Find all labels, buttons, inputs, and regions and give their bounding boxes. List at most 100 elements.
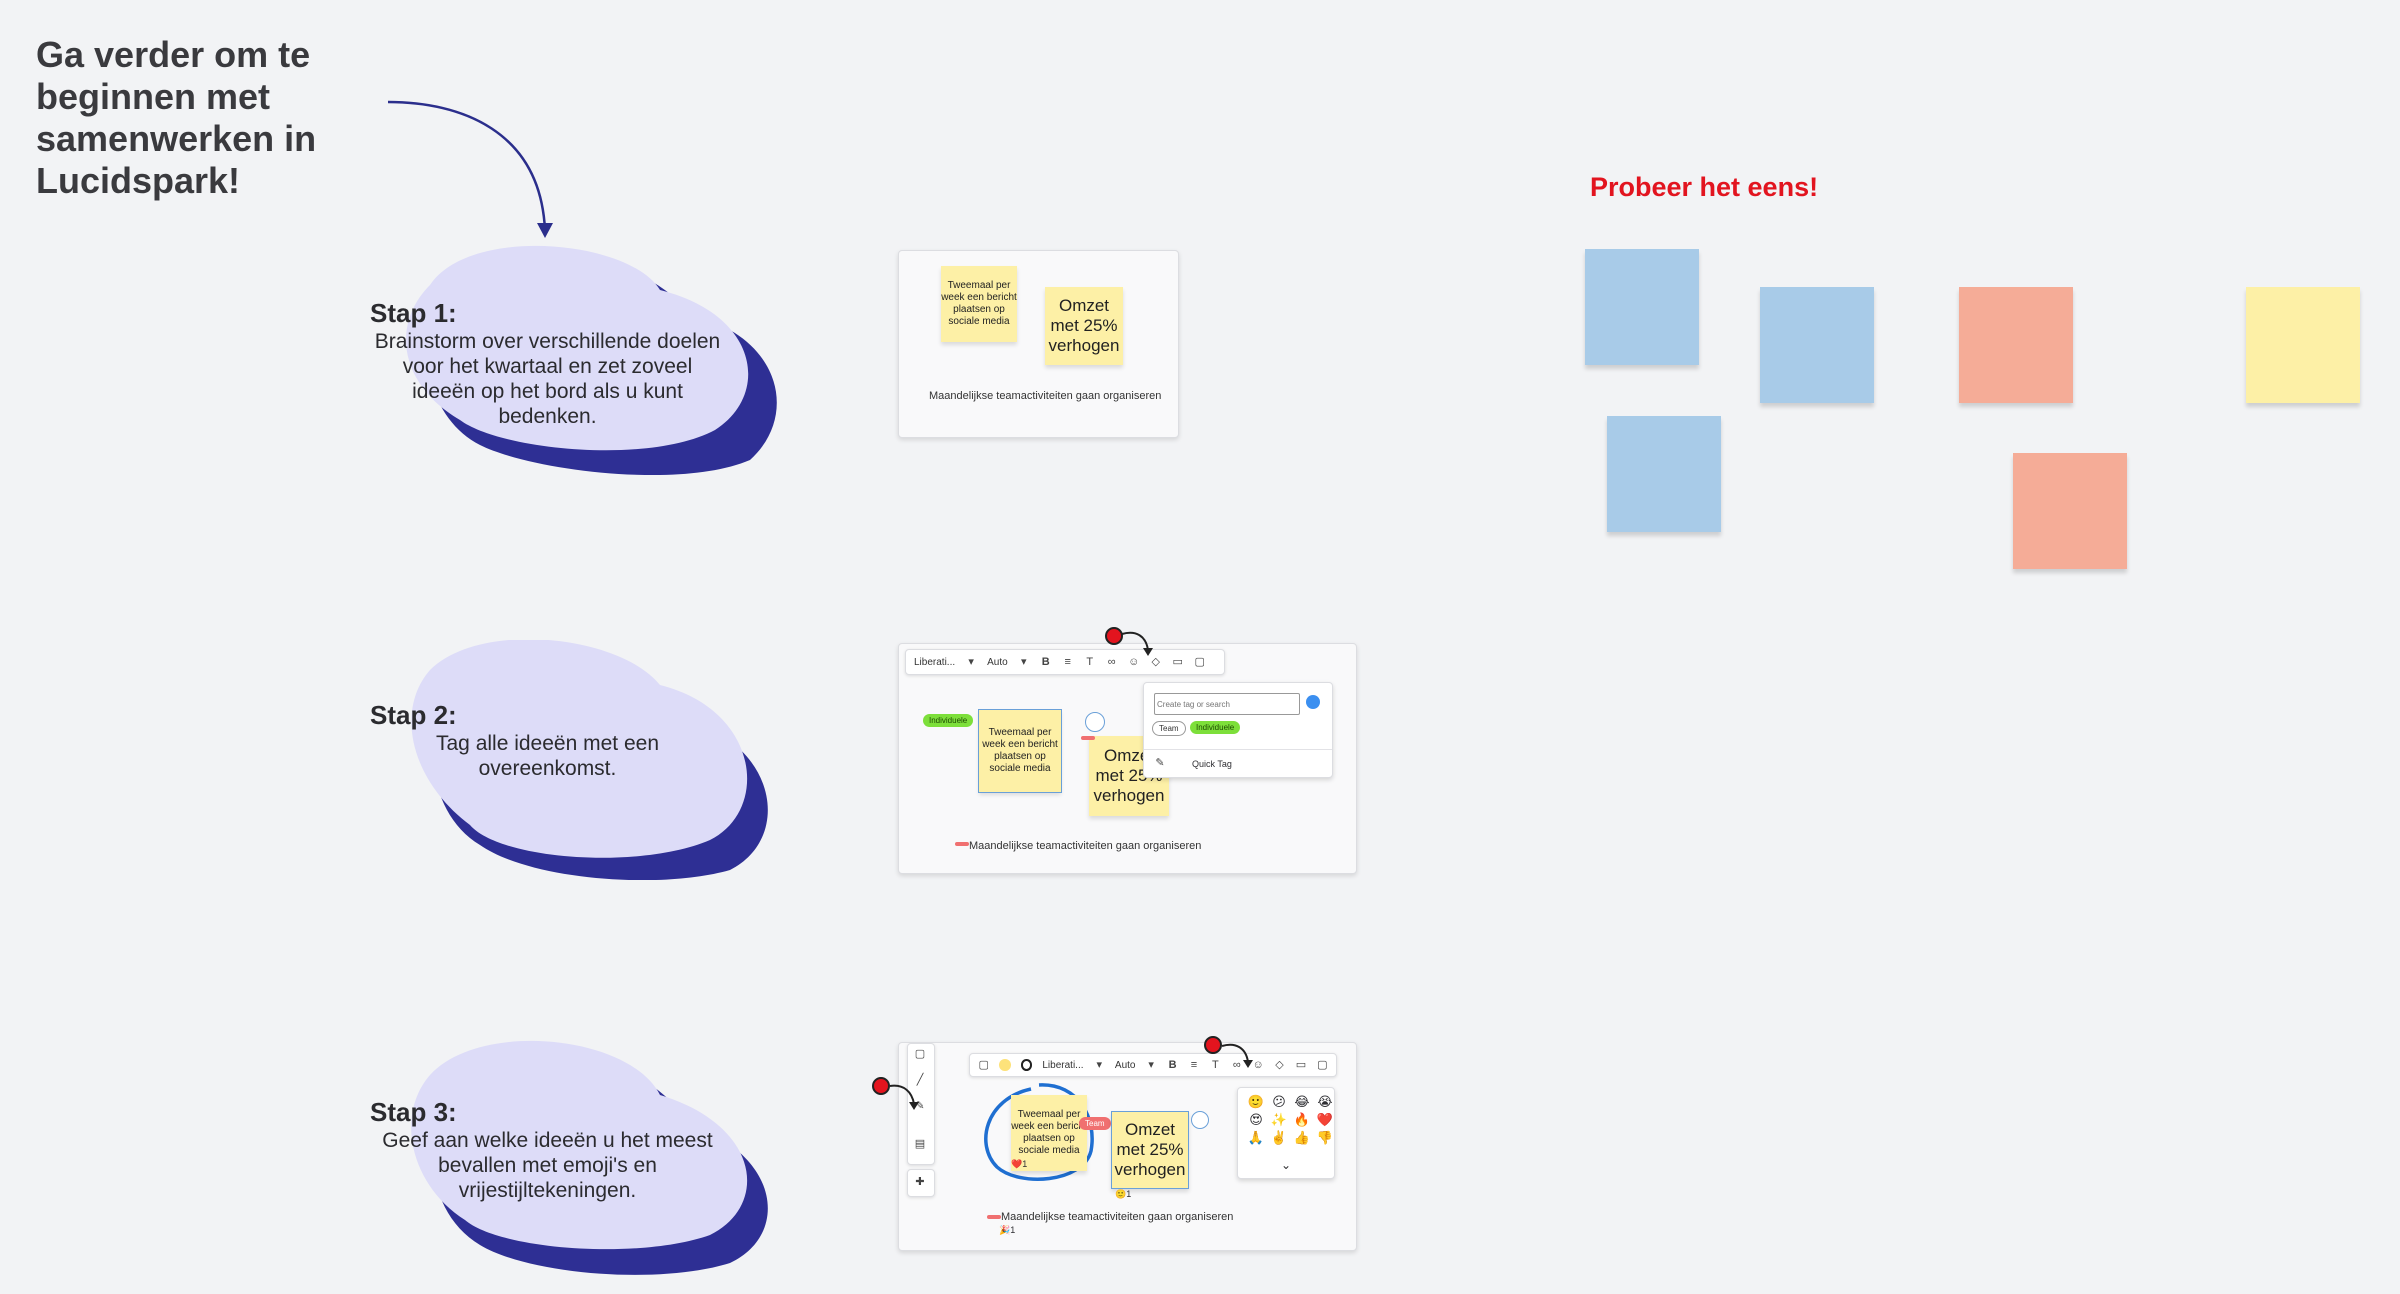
format-toolbar: ▢ Liberati... ▾ Auto ▾ B ≡ T ∞ ☺ ◇ ▭ ▢ — [969, 1053, 1337, 1077]
reaction-smile[interactable]: 🙂1 — [1115, 1189, 1132, 1199]
lock-icon[interactable]: ▢ — [1317, 1059, 1328, 1071]
blank-sticky-note[interactable] — [1959, 287, 2073, 403]
puzzle-icon: ✚ — [915, 1176, 925, 1188]
edit-handle-icon[interactable] — [1191, 1111, 1209, 1129]
sticky-note-social: Tweemaal per week een bericht plaatsen o… — [1011, 1095, 1087, 1171]
tag-option-individual[interactable]: Individuele — [1190, 721, 1241, 734]
blank-sticky-note[interactable] — [1760, 287, 1874, 403]
emoji-option[interactable]: 🙂 — [1247, 1094, 1265, 1109]
emoji-grid: 🙂 😕 😂 😭 😍 ✨ 🔥 ❤️ 🙏 ✌️ 👍 👎 — [1238, 1088, 1334, 1146]
size-select[interactable]: Auto — [987, 656, 1008, 668]
align-icon[interactable]: ≡ — [1190, 1059, 1198, 1071]
reaction-party[interactable]: 🎉1 — [999, 1225, 1016, 1235]
emoji-option[interactable]: 😂 — [1294, 1094, 1310, 1109]
shape-icon[interactable]: ▢ — [978, 1059, 989, 1071]
text-team-activities: Maandelijkse teamactiviteiten gaan organ… — [1001, 1211, 1234, 1223]
reaction-heart[interactable]: ❤️1 — [1011, 1159, 1028, 1169]
emoji-option[interactable]: 👎 — [1316, 1130, 1334, 1145]
tag-icon[interactable]: ◇ — [1151, 656, 1160, 668]
tag-color-button[interactable] — [1306, 695, 1320, 709]
emoji-option[interactable]: 🔥 — [1293, 1112, 1311, 1127]
sticky-note-social: Tweemaal per week een bericht plaatsen o… — [941, 266, 1017, 342]
lock-icon[interactable]: ▢ — [1194, 656, 1205, 668]
chevron-down-icon: ▾ — [1096, 1059, 1102, 1071]
blank-sticky-note[interactable] — [2013, 453, 2127, 569]
chevron-down-icon: ▾ — [1020, 656, 1027, 668]
step1-text-block: Stap 1: Brainstorm over verschillende do… — [370, 298, 725, 429]
step3-text-block: Stap 3: Geef aan welke ideeën u het mees… — [370, 1097, 725, 1203]
blank-sticky-note[interactable] — [1585, 249, 1699, 365]
comment-icon[interactable]: ▭ — [1295, 1059, 1307, 1071]
tag-icon[interactable]: ◇ — [1275, 1059, 1284, 1071]
emoji-option[interactable]: ❤️ — [1316, 1112, 1334, 1127]
chevron-down-icon: ▾ — [968, 656, 974, 668]
step2-description: Tag alle ideeën met een overeenkomst. — [436, 732, 659, 780]
step3-example-image: ▢ ╱ ✎ ▤ ✚ ▢ Liberati... ▾ Auto ▾ B ≡ T ∞ ☺… — [898, 1042, 1357, 1251]
text-icon[interactable]: T — [1211, 1059, 1219, 1071]
comment-icon[interactable]: ▭ — [1172, 656, 1183, 668]
team-tag-marker — [987, 1215, 1001, 1219]
pointer-arrow — [889, 1084, 919, 1110]
tag-option-team[interactable]: Team — [1152, 721, 1186, 736]
try-it-label: Probeer het eens! — [1590, 172, 1819, 202]
font-select[interactable]: Liberati... — [914, 656, 956, 668]
step2-text-block: Stap 2: Tag alle ideeën met een overeenk… — [370, 700, 725, 781]
team-tag-marker — [955, 842, 969, 846]
emoji-option[interactable]: 😍 — [1249, 1112, 1263, 1127]
align-icon[interactable]: ≡ — [1064, 656, 1071, 668]
cursor-marker — [872, 1077, 890, 1095]
pencil-icon[interactable]: ✎ — [1155, 757, 1165, 769]
pen-tool-icon[interactable]: ✎ — [915, 1100, 925, 1112]
text-icon[interactable]: T — [1086, 656, 1094, 668]
cursor-marker — [1105, 627, 1123, 645]
curved-arrow — [387, 100, 553, 238]
text-team-activities: Maandelijkse teamactiviteiten gaan organ… — [969, 840, 1202, 852]
sticky-note-revenue: Omzet met 25% verhogen — [1111, 1111, 1189, 1189]
emoji-icon[interactable]: ☺ — [1252, 1059, 1264, 1071]
border-color-icon[interactable] — [1020, 1059, 1033, 1071]
emoji-option[interactable]: ✨ — [1270, 1112, 1288, 1127]
link-icon[interactable]: ∞ — [1107, 656, 1116, 668]
template-tool-icon[interactable]: ▤ — [914, 1138, 926, 1150]
fill-color-icon[interactable] — [999, 1059, 1011, 1071]
quick-tag-button[interactable]: Quick Tag — [1192, 759, 1232, 769]
step1-description: Brainstorm over verschillende doelen voo… — [374, 330, 721, 428]
bold-icon[interactable]: B — [1041, 656, 1050, 668]
reaction-count: 1 — [1010, 1225, 1016, 1235]
chevron-down-icon: ▾ — [1148, 1059, 1154, 1071]
size-select[interactable]: Auto — [1114, 1059, 1136, 1071]
line-tool-icon[interactable]: ╱ — [916, 1074, 924, 1086]
emoji-option[interactable]: 😭 — [1317, 1094, 1333, 1109]
link-icon[interactable]: ∞ — [1232, 1059, 1241, 1071]
emoji-picker: 🙂 😕 😂 😭 😍 ✨ 🔥 ❤️ 🙏 ✌️ 👍 👎 ⌄ — [1237, 1087, 1335, 1179]
tag-search-input[interactable] — [1154, 693, 1300, 715]
step1-blob — [406, 245, 777, 475]
divider — [1144, 749, 1332, 750]
edit-handle-icon[interactable] — [1085, 712, 1105, 732]
bold-icon[interactable]: B — [1168, 1059, 1177, 1071]
emoji-option[interactable]: 🙏 — [1247, 1130, 1265, 1145]
step1-title: Stap 1: — [370, 298, 457, 328]
emoji-option[interactable]: 👍 — [1293, 1130, 1311, 1145]
step2-title: Stap 2: — [370, 700, 457, 730]
team-tag-marker — [1081, 736, 1095, 740]
format-toolbar: Liberati... ▾ Auto ▾ B ≡ T ∞ ☺ ◇ ▭ ▢ — [905, 649, 1225, 675]
cursor-marker — [1204, 1036, 1222, 1054]
emoji-option[interactable]: ✌️ — [1270, 1130, 1288, 1145]
blank-sticky-note[interactable] — [1607, 416, 1721, 532]
step1-example-image: Tweemaal per week een bericht plaatsen o… — [898, 250, 1179, 438]
individual-tag: Individuele — [923, 714, 974, 727]
blank-sticky-note[interactable] — [2246, 287, 2360, 403]
more-tools-button[interactable]: ✚ — [907, 1169, 935, 1197]
sticky-note-social: Tweemaal per week een bericht plaatsen o… — [978, 709, 1062, 793]
text-team-activities: Maandelijkse teamactiviteiten gaan organ… — [929, 390, 1162, 402]
pointer-arrow — [1221, 1043, 1253, 1068]
shape-tool-icon[interactable]: ▢ — [914, 1048, 926, 1060]
emoji-option[interactable]: 😕 — [1272, 1094, 1286, 1109]
expand-emojis-button[interactable]: ⌄ — [1280, 1158, 1292, 1172]
team-tag: Team — [1079, 1117, 1111, 1130]
emoji-icon[interactable]: ☺ — [1128, 656, 1140, 668]
font-select[interactable]: Liberati... — [1042, 1059, 1084, 1071]
step3-title: Stap 3: — [370, 1097, 457, 1127]
step2-example-image: Liberati... ▾ Auto ▾ B ≡ T ∞ ☺ ◇ ▭ ▢ Indiv… — [898, 643, 1357, 874]
